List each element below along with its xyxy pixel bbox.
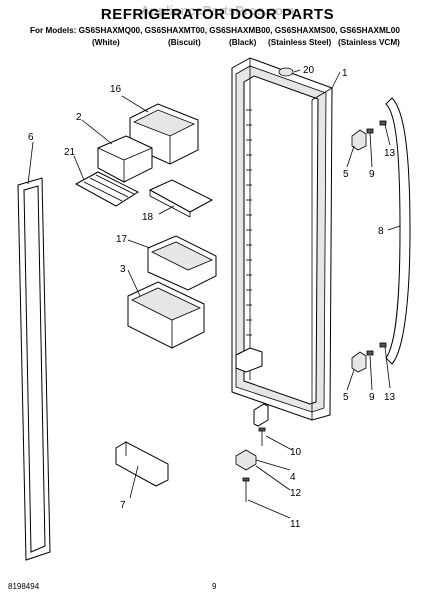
callout-9-upper: 9 (369, 169, 375, 180)
callout-20: 20 (303, 65, 315, 76)
dairy-rack (74, 171, 140, 207)
callout-16: 16 (110, 84, 122, 95)
callout-labels: 1 2 3 4 5 5 6 7 8 9 9 10 11 12 13 13 16 … (28, 65, 396, 530)
color-stainless-steel: (Stainless Steel) (268, 38, 332, 47)
door-trim (148, 179, 214, 218)
callout-17: 17 (116, 234, 128, 245)
color-white: (White) (92, 38, 120, 47)
callout-4: 4 (290, 472, 296, 483)
page-number: 9 (212, 582, 217, 591)
color-biscuit: (Biscuit) (168, 38, 201, 47)
document-number: 8198494 (8, 582, 40, 591)
color-stainless-vcm: (Stainless VCM) (338, 38, 400, 47)
leader-lines (27, 69, 401, 519)
callout-21: 21 (64, 147, 76, 158)
dairy-door (97, 135, 153, 183)
callout-10: 10 (290, 447, 302, 458)
hinge-pin (253, 403, 269, 427)
callout-13-upper: 13 (384, 148, 396, 159)
callout-3: 3 (120, 264, 126, 275)
model-list: For Models: GS6SHAXMQ00, GS6SHAXMT00, GS… (30, 26, 400, 35)
watermark: AppliancePartsPros.com (140, 3, 295, 18)
page-title: REFRIGERATOR DOOR PARTS (100, 6, 335, 23)
handle-mount-lower (351, 342, 387, 373)
callout-2: 2 (76, 112, 82, 123)
callout-7: 7 (120, 500, 126, 511)
callout-18: 18 (142, 212, 154, 223)
callout-1: 1 (342, 68, 348, 79)
door-bin-17 (147, 235, 217, 291)
door-handle (385, 97, 411, 365)
callout-12: 12 (290, 488, 302, 499)
callout-5-lower: 5 (343, 392, 349, 403)
hinge-block-4 (235, 449, 257, 471)
door-bin-3 (127, 281, 205, 349)
callout-6: 6 (28, 132, 34, 143)
callout-13-lower: 13 (384, 392, 396, 403)
refrigerator-door (231, 57, 333, 421)
door-plug (278, 67, 294, 77)
door-gasket (17, 177, 51, 561)
color-black: (Black) (229, 38, 257, 47)
callout-11: 11 (290, 519, 301, 530)
door-bin-7 (115, 441, 169, 487)
callout-5-upper: 5 (343, 169, 349, 180)
hinge-screw-10 (258, 427, 266, 446)
callout-9-lower: 9 (369, 392, 375, 403)
hinge-screw-11 (242, 477, 250, 502)
callout-8: 8 (378, 226, 384, 237)
handle-mount-upper (351, 120, 387, 151)
